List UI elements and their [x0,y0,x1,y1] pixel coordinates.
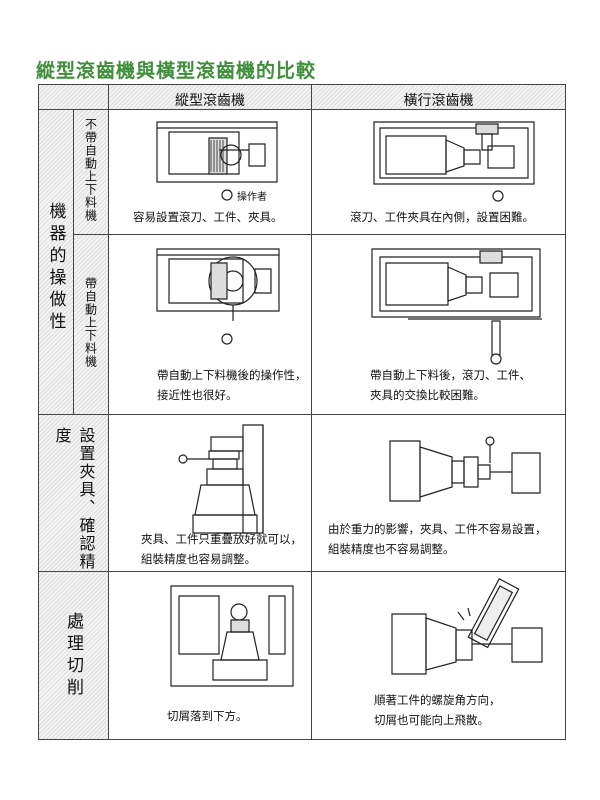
caption-r3-horizontal: 由於重力的影響，夾具、工件不容易設置， 組裝精度也不容易調整。 [328,522,547,556]
page-title: 縱型滾齒機與橫型滾齒機的比較 [36,60,317,82]
figure-horizontal-no-loader [312,110,567,236]
cell-r2-vertical: 帶自動上下料機後的操作性， 接近性也很好。 [108,234,312,415]
header-corner [38,84,109,110]
cell-r3-vertical: 夾具、工件只重疊放好就可以， 組裝精度也容易調整。 [108,414,312,572]
subcategory-with-loader-label: 帶自動上下料機 [83,277,98,368]
cell-r1-vertical: 操作者 容易設置滾刀、工件、夾具。 [108,109,312,235]
cell-r4-horizontal: 順著工件的螺旋角方向， 切屑也可能向上飛散。 [311,571,566,740]
figure-vertical-with-loader [109,235,313,416]
category-operability-label: 機器的操做性 [45,202,66,334]
header-vertical-label: 縱型滾齒機 [175,93,245,109]
category-cutting-label: 處理切削 [63,612,83,700]
operator-label: 操作者 [237,192,267,203]
figure-vertical-cutting [109,572,313,741]
subcategory-no-loader-label: 不帶自動上下料機 [83,118,98,222]
caption-r4-vertical: 切屑落到下方。 [167,709,248,723]
figure-horizontal-with-loader [312,235,567,416]
caption-r2-horizontal: 帶自動上下料後，滾刀、工件、 夾具的交換比較困難。 [370,368,531,402]
cell-r1-horizontal: 滾刀、工件夾具在內側，設置困難。 [311,109,566,235]
category-setup: 設置夾具、確認精度 [38,414,109,572]
cell-r4-vertical: 切屑落到下方。 [108,571,312,740]
figure-vertical-setup [109,415,313,573]
figure-horizontal-setup [312,415,567,573]
caption-r1-vertical: 容易設置滾刀、工件、夾具。 [133,210,283,224]
category-cutting: 處理切削 [38,571,109,740]
cell-r3-horizontal: 由於重力的影響，夾具、工件不容易設置， 組裝精度也不容易調整。 [311,414,566,572]
caption-r1-horizontal: 滾刀、工件夾具在內側，設置困難。 [350,210,534,224]
caption-r4-horizontal: 順著工件的螺旋角方向， 切屑也可能向上飛散。 [374,693,501,727]
header-horizontal-label: 橫行滾齒機 [403,93,474,109]
subcategory-with-loader: 帶自動上下料機 [73,234,109,415]
comparison-table: 縱型滾齒機 橫行滾齒機 機器的操做性 不帶自動上下料機 帶自動上下料機 [38,84,566,740]
header-vertical-hobbing: 縱型滾齒機 [108,84,312,110]
figure-horizontal-cutting [312,572,567,741]
caption-r3-vertical: 夾具、工件只重疊放好就可以， 組裝精度也容易調整。 [141,532,302,566]
figure-vertical-no-loader [109,110,313,236]
header-horizontal-hobbing: 橫行滾齒機 [311,84,566,110]
subcategory-no-loader: 不帶自動上下料機 [73,109,109,235]
cell-r2-horizontal: 帶自動上下料後，滾刀、工件、 夾具的交換比較困難。 [311,234,566,415]
category-operability: 機器的操做性 [38,109,74,415]
caption-r2-vertical: 帶自動上下料機後的操作性， 接近性也很好。 [157,368,307,402]
category-setup-label: 設置夾具、確認精度 [52,427,96,571]
